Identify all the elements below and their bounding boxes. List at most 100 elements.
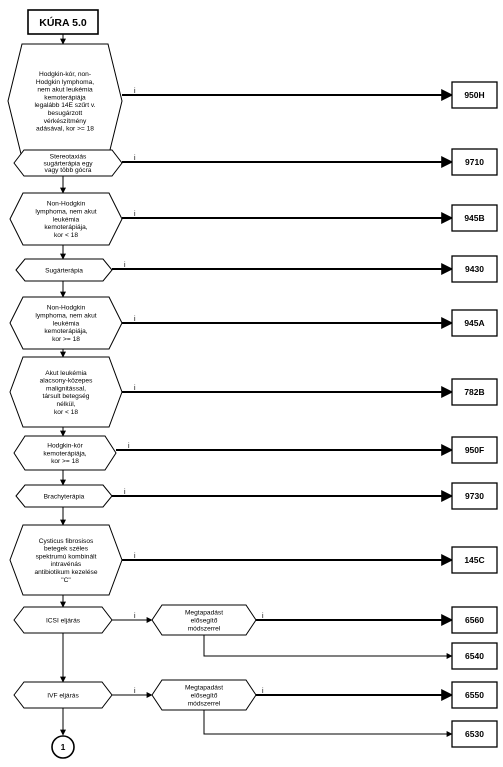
decision-label: betegek széles — [44, 546, 89, 553]
decision-label: Brachyterápia — [44, 493, 85, 500]
decision-d8 — [15, 484, 113, 508]
sub-decision-label: Megtapadást — [185, 684, 223, 691]
sub-decision-s1 — [151, 604, 257, 636]
yes-label: i — [124, 262, 126, 269]
code-label: 945B — [464, 213, 484, 223]
code-label: 9710 — [465, 157, 484, 167]
yes-label: i — [128, 443, 130, 450]
decision-label: adásával, kor >= 18 — [36, 126, 94, 133]
decision-label: Stereotaxiás — [50, 154, 87, 161]
sub-decision-label: Megtapadást — [185, 609, 223, 616]
decision-label: "C" — [61, 577, 71, 584]
decision-d3 — [9, 192, 123, 246]
decision-label: kor >= 18 — [51, 458, 79, 465]
decision-label: IVF eljárás — [47, 692, 79, 699]
decision-d9 — [9, 524, 123, 596]
sub-decision-label: módszerrel — [188, 700, 221, 707]
decision-label: Hodgkin-kór, non- — [39, 71, 91, 78]
yes-label: i — [134, 155, 136, 162]
yes-label: i — [134, 688, 136, 695]
code-box — [451, 546, 498, 574]
decision-label: lymphoma, nem akut — [35, 313, 96, 320]
decision-label: Cysticus fibrosisos — [39, 538, 94, 545]
code-box — [451, 720, 498, 748]
decision-d10 — [13, 606, 113, 634]
code-label: 6550 — [465, 690, 484, 700]
yes-label: i — [134, 385, 136, 392]
decision-label: kor >= 18 — [52, 336, 80, 343]
sub-decision-s2 — [151, 679, 257, 711]
code-label: 9730 — [465, 491, 484, 501]
page-connector — [51, 735, 75, 759]
decision-label: kemoterápiája, — [43, 450, 86, 457]
code-box — [451, 255, 498, 283]
code-box — [451, 309, 498, 337]
decision-label: kor < 18 — [54, 232, 78, 239]
decision-label: spektrumú kombinált — [36, 553, 97, 560]
decision-label: Non-Hodgkin — [47, 201, 86, 208]
decision-label: Hodgkin-kór — [47, 443, 83, 450]
decision-label: alacsony-közepes — [40, 378, 93, 385]
yes-label: i — [134, 553, 136, 560]
decision-label: ICSI eljárás — [46, 617, 81, 624]
code-box — [451, 482, 498, 510]
code-label: 6540 — [465, 651, 484, 661]
decision-label: Hodgkin lymphoma, — [36, 79, 94, 86]
decision-label: leukémia — [53, 320, 80, 327]
decision-label: nem akut leukémia — [37, 87, 93, 94]
decision-label: kor < 18 — [54, 409, 78, 416]
decision-d2 — [13, 149, 123, 177]
yes-label: i — [262, 613, 264, 620]
decision-d7 — [13, 435, 117, 471]
code-label: 945A — [464, 318, 484, 328]
decision-label: besugárzott — [48, 110, 83, 117]
decision-label: kemoterápiája, — [44, 328, 87, 335]
yes-label: i — [124, 489, 126, 496]
yes-label: i — [134, 316, 136, 323]
decision-label: leukémia — [53, 216, 80, 223]
decision-label: lymphoma, nem akut — [35, 209, 96, 216]
connector-lines — [60, 34, 454, 737]
yes-label: i — [134, 211, 136, 218]
yes-label: i — [262, 688, 264, 695]
decision-label: kemoterápiája, — [44, 224, 87, 231]
decision-d11 — [13, 681, 113, 709]
yes-label: i — [134, 88, 136, 95]
sub-decision-label: módszerrel — [188, 625, 221, 632]
code-box — [451, 81, 498, 109]
code-label: 145C — [464, 555, 484, 565]
decision-label: Non-Hodgkin — [47, 305, 86, 312]
sub-decision-label: elősegítő — [191, 692, 218, 699]
no-connector — [203, 635, 452, 657]
decision-label: intravénás — [51, 561, 82, 568]
code-box — [451, 378, 498, 406]
decision-label: vérkészítmény — [44, 118, 87, 125]
decision-label: társult betegség — [43, 393, 90, 400]
title-box — [27, 9, 99, 35]
decision-label: kemoterápiája — [44, 94, 86, 101]
code-label: 950F — [465, 445, 484, 455]
sub-decision-label: elősegítő — [191, 617, 218, 624]
decision-label: legalább 14E szűrt v. — [34, 102, 95, 109]
page-connector-label: 1 — [61, 742, 66, 752]
decision-label: malignitással, — [46, 385, 86, 392]
code-box — [451, 204, 498, 232]
code-box — [451, 436, 498, 464]
code-box — [451, 681, 498, 709]
code-label: 782B — [464, 387, 484, 397]
code-label: 6530 — [465, 729, 484, 739]
code-label: 950H — [464, 90, 484, 100]
decision-label: Sugárterápia — [45, 267, 83, 274]
decision-d5 — [9, 296, 123, 350]
decision-d4 — [15, 258, 113, 282]
code-box — [451, 642, 498, 670]
code-box — [451, 606, 498, 634]
no-connector — [203, 710, 452, 735]
decision-label: sugárterápia egy — [43, 160, 93, 167]
code-label: 9430 — [465, 264, 484, 274]
decision-label: Akut leukémia — [45, 370, 87, 377]
decision-label: nélkül, — [56, 401, 75, 408]
decision-d6 — [9, 356, 123, 428]
